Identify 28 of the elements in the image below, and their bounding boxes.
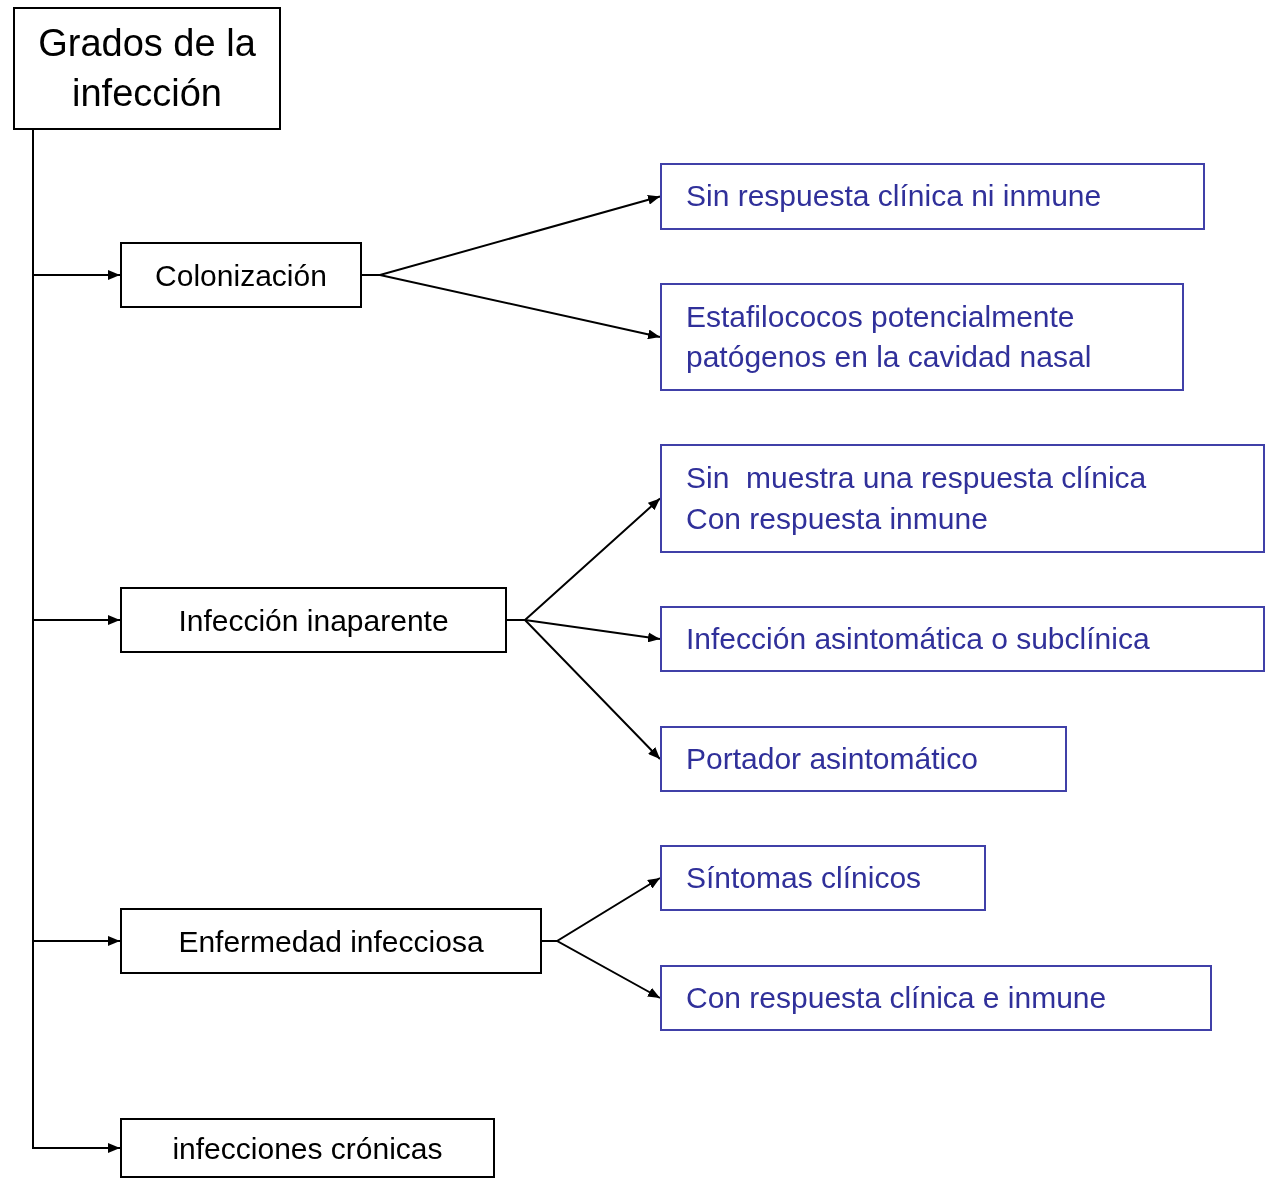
- box-text: Grados de la infección: [37, 21, 257, 116]
- text-box: [120, 908, 542, 974]
- box-text: infecciones crónicas: [172, 1130, 443, 1167]
- text-box: [120, 587, 507, 653]
- box-text: Colonización: [155, 257, 327, 294]
- arrow: [541, 940, 661, 999]
- box-text: Portador asintomático: [686, 740, 979, 777]
- arrow: [361, 274, 661, 340]
- arrow: [506, 619, 661, 760]
- box-text: Con respuesta clínica e inmune: [686, 979, 1108, 1016]
- text-box: [660, 606, 1265, 672]
- text-box: [660, 845, 986, 911]
- text-box: [660, 283, 1184, 391]
- box-text: Sin respuesta clínica ni inmune: [686, 178, 1103, 215]
- box-text: Síntomas clínicos: [686, 859, 923, 896]
- text-box: [13, 7, 281, 130]
- text-box: [660, 444, 1265, 553]
- box-text: Sin muestra una respuesta clínica: [686, 460, 1148, 496]
- box-text: Infección inaparente: [178, 602, 449, 639]
- text-box: [660, 726, 1067, 792]
- text-box: [120, 242, 362, 308]
- text-box: [120, 1118, 495, 1178]
- box-text: Enfermedad infecciosa: [178, 923, 484, 960]
- box-text: Infección asintomática o subclínica: [686, 620, 1151, 657]
- box-text: Con respuesta inmune: [686, 500, 989, 537]
- text-box: [660, 965, 1212, 1031]
- text-box: [660, 163, 1205, 230]
- box-text: Estafilococos potencialmente patógenos en la cavidad nasal: [686, 298, 1093, 375]
